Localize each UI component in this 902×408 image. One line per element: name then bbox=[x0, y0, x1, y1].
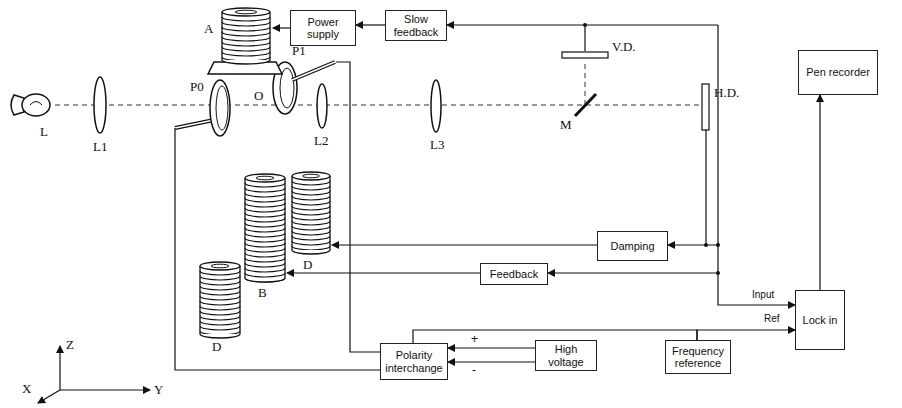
process-box: Damping bbox=[597, 231, 668, 261]
process-box: Slow feedback bbox=[385, 10, 447, 41]
box-label: Pen recorder bbox=[806, 66, 870, 78]
signal-connector bbox=[448, 347, 535, 348]
lamp bbox=[11, 94, 50, 116]
part-label: L3 bbox=[430, 138, 444, 151]
coils bbox=[200, 8, 330, 338]
box-label: Slow feedback bbox=[390, 13, 442, 37]
part-label: X bbox=[22, 382, 31, 395]
box-label: Lock in bbox=[803, 314, 838, 326]
process-box: Pen recorder bbox=[798, 50, 878, 95]
part-label: D bbox=[212, 340, 221, 353]
lens bbox=[317, 84, 327, 128]
part-label: Z bbox=[66, 338, 74, 351]
optical-axis bbox=[585, 60, 586, 105]
part-label: V.D. bbox=[612, 40, 636, 53]
signal-connector bbox=[819, 95, 820, 290]
vertical-detector bbox=[562, 52, 608, 58]
part-label: L bbox=[40, 125, 48, 138]
process-box: Power supply bbox=[290, 10, 356, 46]
process-box: High voltage bbox=[535, 340, 597, 371]
lens bbox=[431, 80, 441, 132]
polarity-sign: - bbox=[471, 364, 477, 376]
mirror bbox=[575, 94, 596, 116]
process-box: Polarity interchange bbox=[380, 343, 448, 380]
part-label: O bbox=[254, 89, 263, 102]
part-label: P1 bbox=[292, 44, 306, 57]
box-label: Damping bbox=[610, 240, 654, 252]
box-label: Power supply bbox=[295, 16, 351, 40]
box-label: Frequency reference bbox=[670, 345, 726, 369]
lens bbox=[94, 77, 106, 133]
signal-connector bbox=[356, 24, 385, 25]
axes bbox=[38, 346, 150, 403]
part-label: M bbox=[560, 118, 572, 131]
part-label: Y bbox=[154, 383, 163, 396]
process-box: Lock in bbox=[795, 290, 845, 350]
disc-p0 bbox=[175, 80, 230, 136]
part-label: D bbox=[303, 258, 312, 271]
signal-connector bbox=[448, 361, 535, 362]
part-label: L2 bbox=[314, 134, 328, 147]
signal-name: Input bbox=[752, 290, 774, 300]
box-label: High voltage bbox=[540, 343, 592, 367]
polarity-sign: + bbox=[470, 333, 479, 345]
disc-p1 bbox=[273, 62, 335, 114]
horizontal-detector bbox=[702, 84, 709, 130]
signal-name: Ref bbox=[764, 314, 780, 324]
process-box: Frequency reference bbox=[665, 340, 731, 374]
wires bbox=[175, 25, 795, 370]
box-label: Feedback bbox=[490, 268, 538, 280]
part-label: P0 bbox=[190, 80, 204, 93]
part-label: B bbox=[258, 286, 267, 299]
part-label: A bbox=[204, 22, 213, 35]
junction-dots bbox=[583, 23, 720, 275]
box-label: Polarity interchange bbox=[385, 349, 443, 373]
part-label: H.D. bbox=[714, 86, 739, 99]
optical-axis bbox=[55, 105, 706, 106]
signal-connector bbox=[697, 330, 795, 340]
process-box: Feedback bbox=[480, 263, 548, 285]
part-label: L1 bbox=[93, 140, 107, 153]
